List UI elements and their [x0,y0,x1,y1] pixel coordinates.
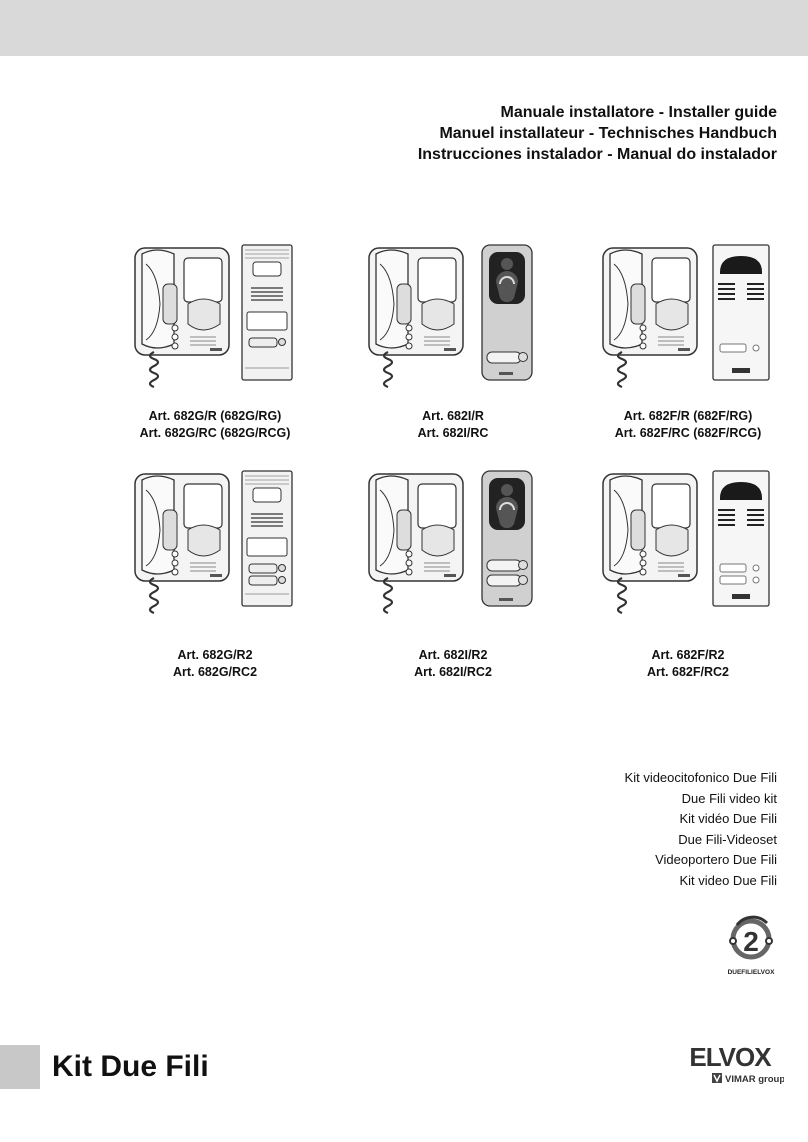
caption-line: Art. 682G/RC (682G/RCG) [139,426,291,440]
duefili-logo-text: DUEFILIELVOX [728,969,775,976]
door-panel-image [241,470,299,607]
caption-line: Art. 682I/R [422,409,484,423]
caption-line: Art. 682F/R (682F/RG) [623,409,753,423]
caption-line: Art. 682G/R2 [177,648,253,662]
kit-descriptions: Kit videocitofonico Due Fili Due Fili vi… [625,768,777,892]
document-title: Kit Due Fili [52,1050,209,1083]
kit-description-en: Due Fili video kit [681,790,777,806]
bottom-bar [0,1045,40,1089]
duefili-logo: 2 DUEFILIELVOX [728,915,775,976]
kit-description-pt: Kit video Due Fili [679,872,777,888]
product-caption: Art. 682I/R Art. 682I/RC [323,408,583,442]
title-line-3: Instrucciones instalador - Manual do ins… [417,146,777,163]
caption-line: Art. 682I/RC [417,426,489,440]
caption-line: Art. 682I/R2 [418,648,488,662]
brand-sub: VIMAR group [725,1074,784,1085]
door-panel-image [481,470,539,607]
title-line-1: Manuale installatore - Installer guide [500,104,777,121]
kit-description-it: Kit videocitofonico Due Fili [624,770,777,785]
caption-line: Art. 682F/RC2 [647,665,729,679]
caption-line: Art. 682I/RC2 [414,665,492,679]
manual-titles: Manuale installatore - Installer guide M… [418,102,777,165]
videophone-image [366,244,466,389]
videophone-image [366,470,466,615]
top-band [0,0,808,56]
svg-text:2: 2 [743,926,759,957]
title-line-2: Manuel installateur - Technisches Handbu… [439,125,777,142]
videophone-image [132,470,232,615]
caption-line: Art. 682G/RC2 [172,665,258,679]
door-panel-image [712,470,770,607]
product-caption: Art. 682F/R (682F/RG) Art. 682F/RC (682F/… [558,408,808,442]
door-panel-image [241,244,299,381]
elvox-brand-logo: ELVOX VIMAR group [689,1042,784,1085]
caption-line: Art. 682G/R (682G/RG) [148,409,282,423]
kit-description-de: Due Fili-Videoset [678,831,777,847]
videophone-image [600,470,700,615]
videophone-image [132,244,232,389]
videophone-image [600,244,700,389]
door-panel-image [481,244,539,381]
door-panel-image [712,244,770,381]
brand-name: ELVOX [689,1042,772,1072]
caption-line: Art. 682F/R2 [651,648,725,662]
caption-line: Art. 682F/RC (682F/RCG) [614,426,762,440]
product-caption: Art. 682G/R (682G/RG) Art. 682G/RC (682G/… [85,408,345,442]
kit-description-es: Videoportero Due Fili [655,852,777,868]
kit-description-fr: Kit vidéo Due Fili [679,811,777,827]
